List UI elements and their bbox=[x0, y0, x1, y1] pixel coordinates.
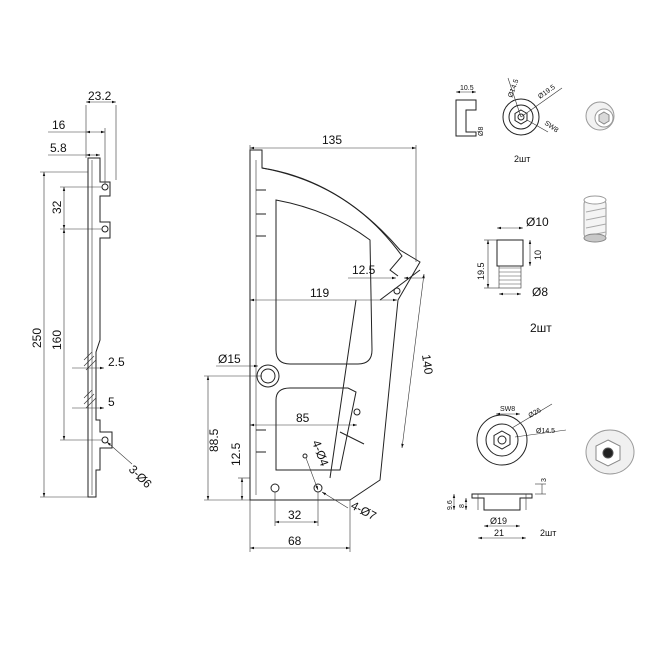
bracket-brace-3 bbox=[339, 431, 365, 445]
dim-2-5: 2.5 bbox=[108, 355, 125, 369]
sleeve-dim-19-5: 19.5 bbox=[476, 262, 486, 280]
nut-dim-phi14-5: Ø14.5 bbox=[536, 428, 555, 435]
sleeve-part: Ø10 19.5 10 Ø8 2шт bbox=[476, 195, 607, 335]
dim-16: 16 bbox=[52, 118, 66, 132]
nut-qty: 2шт bbox=[540, 528, 556, 538]
sleeve-body bbox=[496, 239, 524, 267]
dim-140: 140 bbox=[419, 353, 436, 375]
dim-119: 119 bbox=[310, 286, 329, 300]
cap-qty: 2шт bbox=[514, 154, 530, 164]
dim-32: 32 bbox=[50, 200, 64, 214]
sleeve-threaded bbox=[498, 265, 522, 289]
nut-side-section bbox=[471, 493, 533, 511]
nut-center bbox=[497, 435, 507, 445]
side-hole-1 bbox=[101, 183, 109, 191]
dim-12-5-top: 12.5 bbox=[352, 263, 376, 277]
nut-dim-phi19: Ø19 bbox=[490, 516, 507, 526]
side-hatch-1 bbox=[83, 351, 97, 371]
nut-dim-9-6: 9.6 bbox=[447, 500, 454, 510]
side-hole-2 bbox=[101, 225, 109, 233]
side-hatch-2 bbox=[83, 389, 97, 409]
cap-outer-circle bbox=[502, 98, 540, 136]
hole-small bbox=[302, 453, 308, 459]
nut-mid-circle bbox=[485, 423, 519, 457]
dim-68: 68 bbox=[288, 534, 302, 548]
nut-dim-21: 21 bbox=[494, 528, 504, 538]
cap-center bbox=[517, 113, 525, 121]
cap-section bbox=[455, 99, 477, 137]
sleeve-dim-phi10: Ø10 bbox=[526, 215, 549, 229]
side-profile-outline bbox=[87, 157, 113, 498]
bracket-brace-1 bbox=[379, 269, 421, 301]
dim-3-phi6: 3-Ø6 bbox=[126, 462, 155, 491]
dim-160: 160 bbox=[50, 330, 64, 350]
dim-5-8: 5.8 bbox=[50, 141, 67, 155]
dim-88-5: 88.5 bbox=[207, 428, 221, 452]
bracket-window-upper bbox=[275, 199, 373, 365]
dim-12-5-bottom: 12.5 bbox=[229, 442, 243, 466]
hole-middle bbox=[353, 408, 361, 416]
dim-5: 5 bbox=[108, 395, 115, 409]
nut-outer-circle bbox=[476, 414, 528, 466]
cap-mid-circle bbox=[508, 104, 534, 130]
hole-upper bbox=[393, 287, 401, 295]
nut-hex bbox=[493, 430, 511, 450]
sleeve-3d-icon bbox=[583, 195, 607, 243]
sleeve-ribs bbox=[499, 267, 521, 285]
sleeve-qty: 2шт bbox=[530, 321, 552, 335]
dim-85: 85 bbox=[296, 411, 310, 425]
nut-dim-sw8: SW8 bbox=[500, 406, 515, 413]
cap-dim-sw8: SW8 bbox=[543, 120, 560, 134]
dim-4-phi4: 4-Ø4 bbox=[309, 438, 331, 468]
front-view: 135 12.5 119 Ø15 140 85 88.5 12.5 4-Ø4 3… bbox=[204, 133, 436, 552]
sleeve-dim-phi8: Ø8 bbox=[532, 285, 548, 299]
cap-part: 10.5 Ø8 Ø14.5 Ø19.5 SW8 2шт bbox=[455, 77, 615, 164]
cap-dim-10-5: 10.5 bbox=[460, 85, 474, 92]
cap-dim-phi8: Ø8 bbox=[478, 127, 485, 136]
dim-32-front: 32 bbox=[288, 508, 302, 522]
nut-part: SW8 Ø26 Ø14.5 3 9.6 8 Ø19 21 2шт bbox=[447, 403, 635, 540]
cap-dim-phi19-5: Ø19.5 bbox=[537, 84, 557, 101]
dim-4-phi7: 4-Ø7 bbox=[349, 498, 379, 523]
nut-3d-icon bbox=[585, 429, 635, 475]
nut-dim-phi26: Ø26 bbox=[528, 407, 543, 420]
sleeve-dim-10: 10 bbox=[533, 250, 543, 260]
nut-dim-8: 8 bbox=[459, 504, 466, 508]
cap-hex bbox=[514, 109, 528, 125]
dim-phi15: Ø15 bbox=[218, 352, 241, 366]
bracket-window-lower bbox=[275, 387, 357, 471]
side-view: 23.2 16 5.8 32 250 160 2.5 5 3-Ø6 bbox=[30, 89, 155, 498]
nut-dim-3: 3 bbox=[541, 478, 548, 482]
hole-bottom-right bbox=[313, 483, 323, 493]
bracket-slots bbox=[256, 189, 266, 453]
bracket-arm bbox=[261, 167, 403, 277]
pivot-hole-inner bbox=[260, 368, 276, 384]
hole-bottom-left bbox=[270, 483, 280, 493]
bracket-brace-2 bbox=[329, 299, 357, 479]
dim-135: 135 bbox=[322, 133, 342, 147]
cap-3d-icon bbox=[585, 101, 615, 131]
dim-250: 250 bbox=[30, 328, 44, 348]
dim-23-2: 23.2 bbox=[88, 89, 112, 103]
